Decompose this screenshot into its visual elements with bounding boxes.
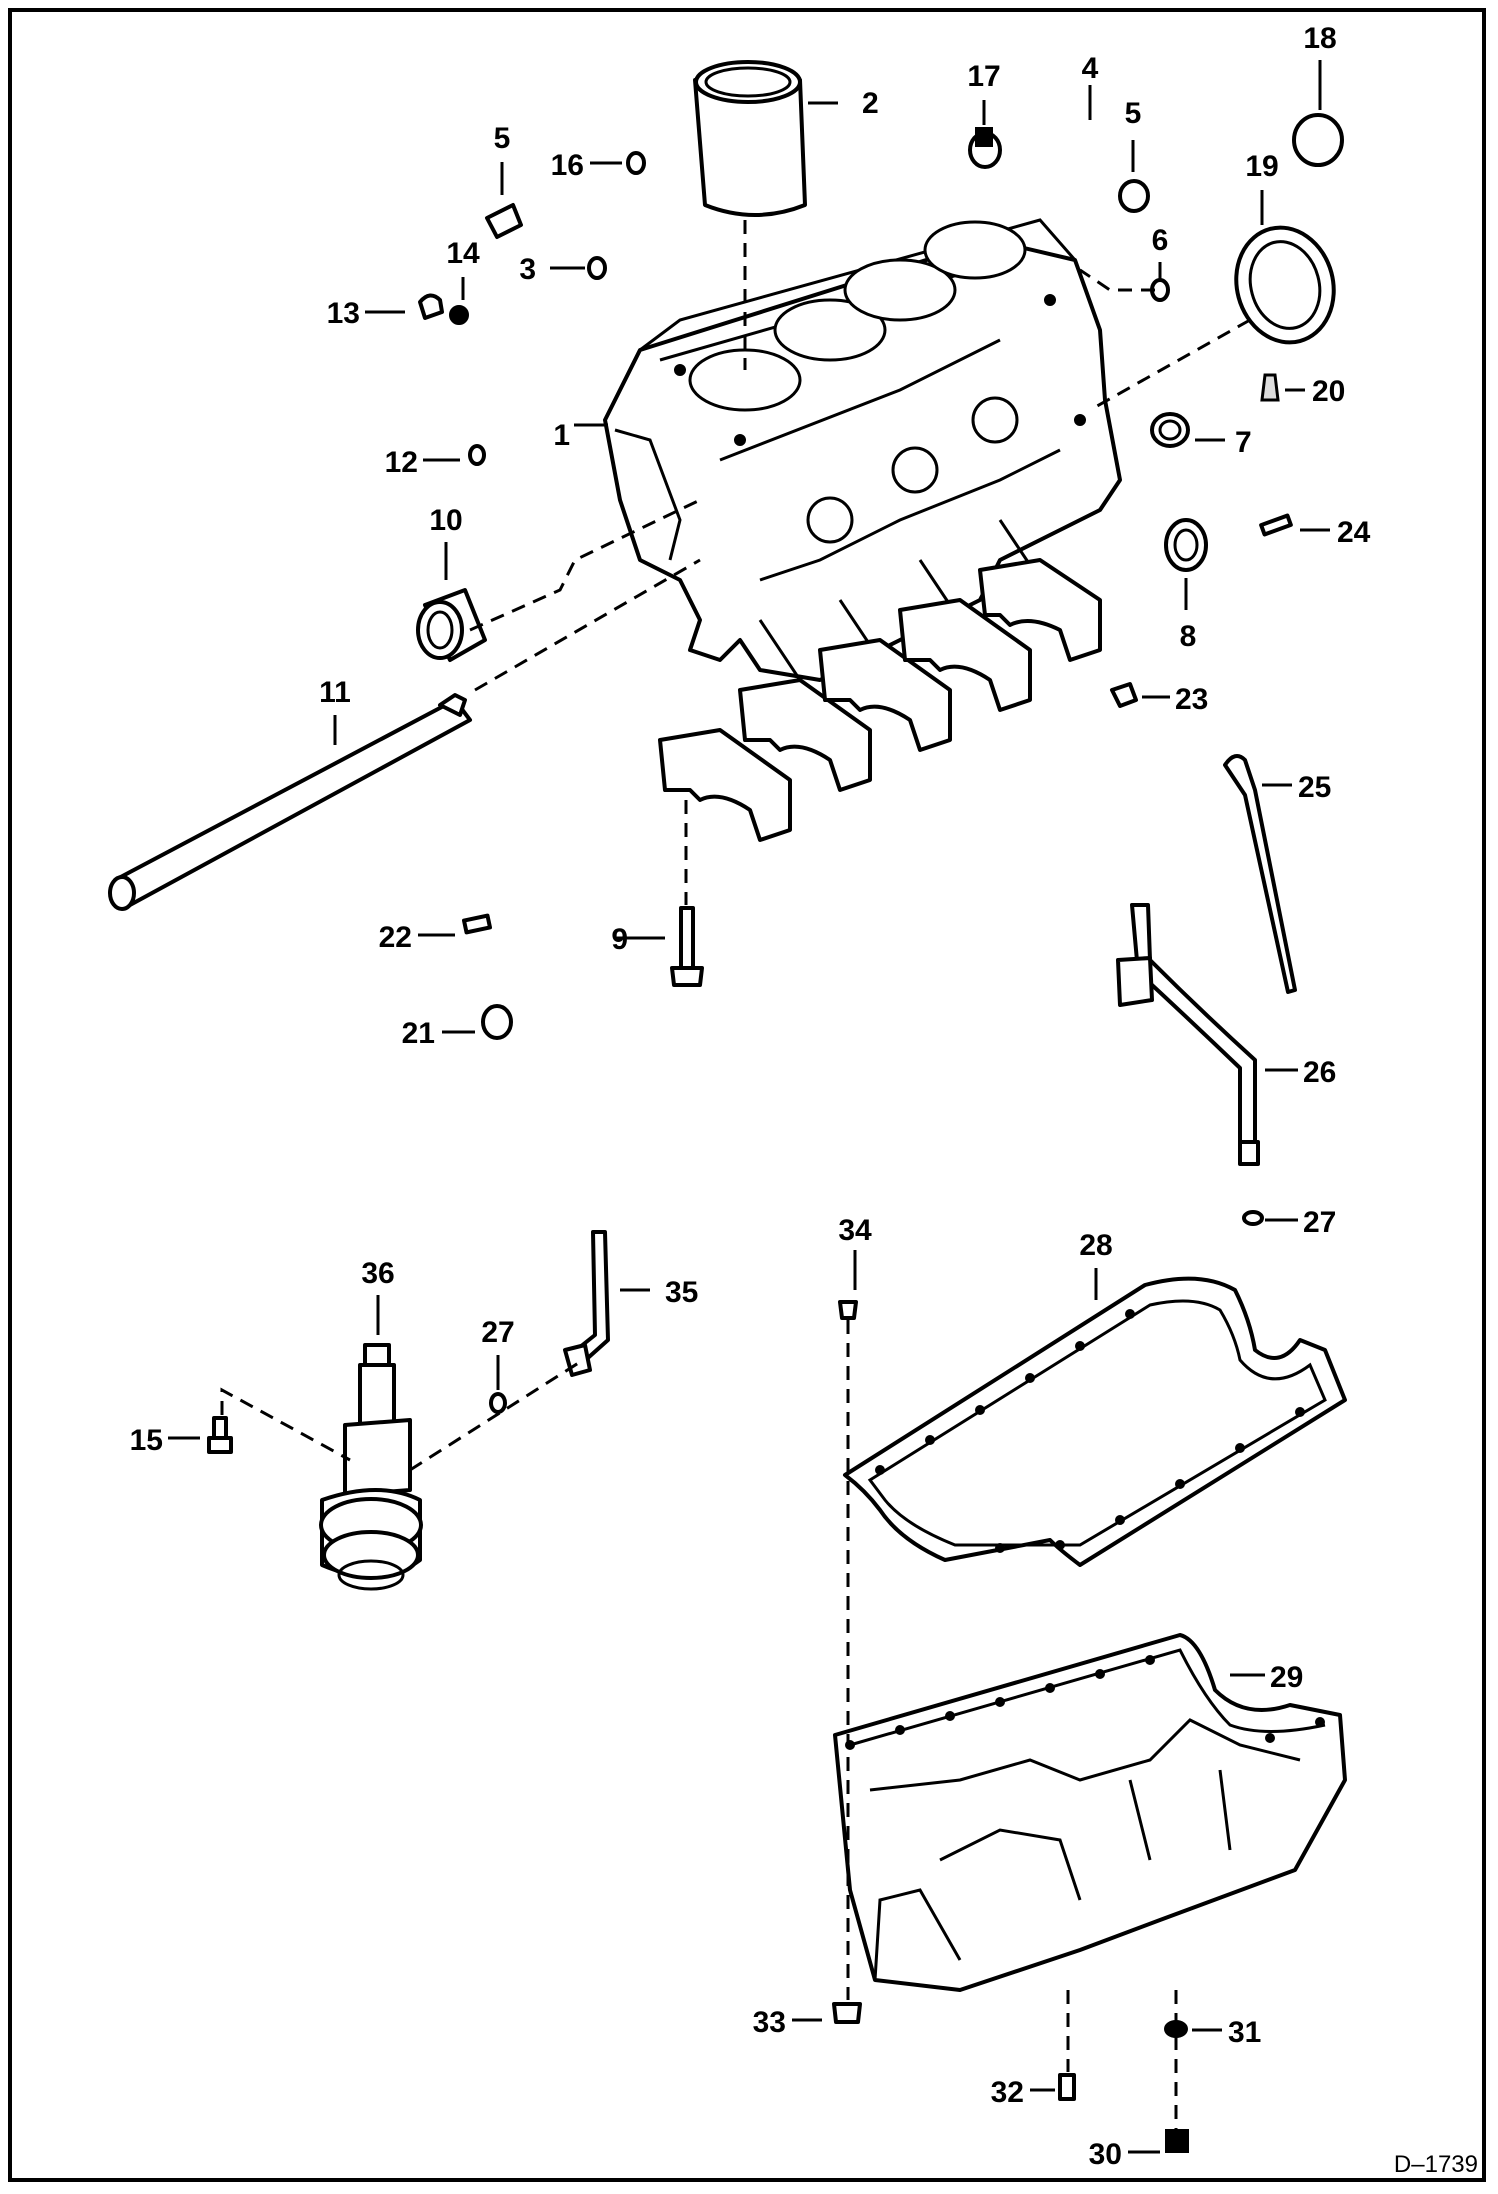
callout-3: 3 — [519, 253, 536, 286]
oil-pan — [833, 1633, 1347, 1992]
plug-33 — [832, 2002, 862, 2024]
callout-14: 14 — [446, 237, 480, 270]
callout-35: 35 — [665, 1276, 698, 1309]
callout-29: 29 — [1270, 1661, 1303, 1694]
plug-8 — [1164, 518, 1208, 572]
callout-36: 36 — [361, 1257, 394, 1290]
callout-4: 4 — [1082, 52, 1099, 85]
callout-28: 28 — [1079, 1229, 1112, 1262]
callout-11: 11 — [319, 676, 351, 709]
o-ring-27-right — [1242, 1210, 1264, 1226]
callout-16: 16 — [551, 149, 584, 182]
callout-9: 9 — [611, 923, 628, 956]
alignment-lines — [220, 220, 1251, 2130]
plug-3 — [587, 256, 607, 280]
oil-pump-assembly — [319, 1343, 423, 1591]
figure-reference: D–1739 — [1394, 2151, 1478, 2178]
callout-27-left: 27 — [481, 1316, 514, 1349]
pin-24 — [1259, 513, 1293, 537]
callout-5-right: 5 — [1125, 97, 1142, 130]
drain-plug-30 — [1165, 2129, 1189, 2153]
bushing-10 — [416, 588, 487, 662]
plug-12 — [468, 444, 486, 466]
callout-33: 33 — [753, 2006, 786, 2039]
callout-21: 21 — [402, 1017, 435, 1050]
plug-5-left — [485, 203, 523, 239]
plug-17 — [975, 127, 993, 147]
callout-27-right: 27 — [1303, 1206, 1336, 1239]
callout-numbers: 1 2 3 4 5 5 6 7 8 9 10 11 12 13 14 15 16… — [130, 22, 1371, 2171]
callout-26: 26 — [1303, 1056, 1336, 1089]
callout-24: 24 — [1337, 516, 1371, 549]
plug-5-right — [1118, 179, 1150, 213]
dipstick — [1223, 754, 1297, 994]
main-bearing-caps — [658, 558, 1102, 842]
plug-14 — [449, 305, 469, 325]
callout-13: 13 — [327, 297, 360, 330]
plug-13 — [418, 293, 444, 320]
callout-19: 19 — [1245, 150, 1278, 183]
drain-parts — [832, 2002, 1189, 2153]
cylinder-block — [603, 218, 1122, 682]
plug-18 — [1292, 113, 1344, 167]
pin-22 — [462, 913, 492, 935]
leader-lines — [168, 60, 1330, 2154]
main-bolt-9 — [670, 906, 704, 987]
plug-7 — [1150, 412, 1190, 448]
oil-pan-gasket — [843, 1276, 1347, 1567]
dipstick-guide — [1116, 903, 1260, 1166]
strainer-pipe — [563, 1230, 610, 1377]
callout-2: 2 — [862, 87, 879, 120]
callout-20: 20 — [1312, 375, 1345, 408]
callout-31: 31 — [1228, 2016, 1261, 2049]
callout-6: 6 — [1152, 224, 1169, 257]
callout-34: 34 — [838, 1214, 872, 1247]
callout-15: 15 — [130, 1424, 163, 1457]
callout-10: 10 — [429, 504, 462, 537]
bolt-32 — [1058, 2073, 1076, 2101]
callout-5-left: 5 — [494, 122, 511, 155]
callout-30: 30 — [1089, 2138, 1122, 2171]
callout-12: 12 — [385, 446, 418, 479]
rear-oil-seal — [1234, 225, 1336, 345]
callout-17: 17 — [967, 60, 1000, 93]
diagram-frame — [8, 8, 1486, 2182]
sensor-20 — [1260, 373, 1280, 402]
bolt-15 — [207, 1416, 233, 1454]
o-ring-27-left — [489, 1392, 507, 1414]
callout-7: 7 — [1235, 426, 1252, 459]
plug-23 — [1110, 682, 1138, 708]
callout-1: 1 — [553, 419, 570, 452]
cylinder-sleeve — [693, 60, 807, 217]
small-plugs — [418, 113, 1344, 1040]
plug-21 — [481, 1004, 513, 1040]
balancer-shaft — [108, 693, 472, 911]
callout-25: 25 — [1298, 771, 1331, 804]
callout-32: 32 — [991, 2076, 1024, 2109]
callout-8: 8 — [1180, 620, 1197, 653]
plug-16 — [626, 151, 646, 175]
bolt-34 — [838, 1300, 858, 1320]
callout-18: 18 — [1303, 22, 1336, 55]
callout-22: 22 — [379, 921, 412, 954]
callout-23: 23 — [1175, 683, 1208, 716]
